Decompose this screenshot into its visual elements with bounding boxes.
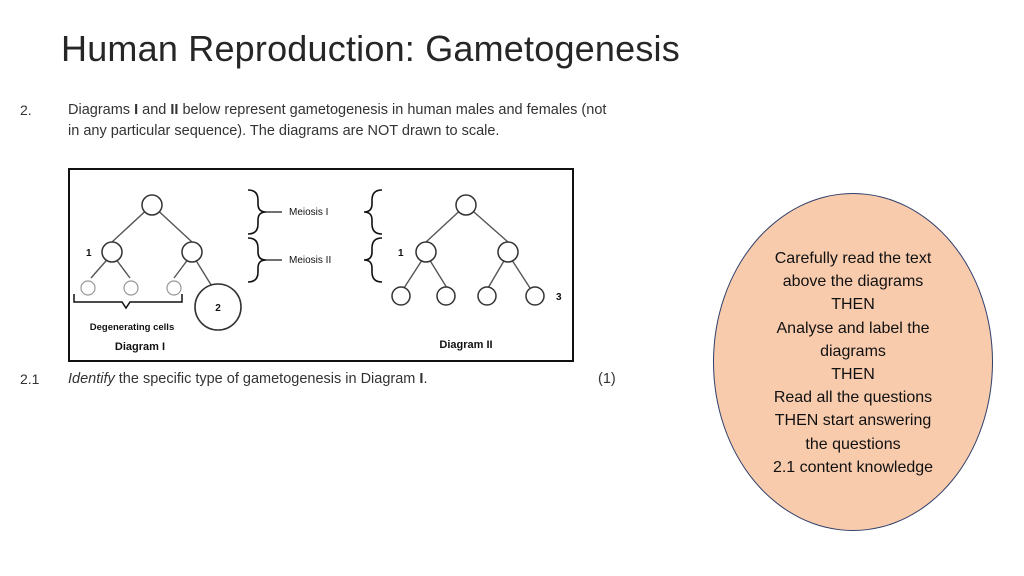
subquestion-verb: Identify [68,371,115,387]
intro-diagram-2-ref: II [170,102,179,118]
diagram-1-secondary-cell-right [181,241,203,263]
instruction-line: Read all the questions [773,389,933,407]
gametogenesis-diagram-box: 2 1 Degenerating cells Diagram I Meiosis… [68,168,574,362]
intro-diagram-1-ref: I [134,102,139,118]
diagram-2-secondary-cell-left [415,241,437,263]
diagram-2-title: Diagram II [439,339,492,351]
instruction-line: 2.1 content knowledge [772,458,934,476]
intro-part-1: Diagrams [68,102,135,118]
instruction-line: THEN [831,366,875,384]
diagram-1-large-cell [194,283,242,331]
meiosis-1-label: Meiosis I [289,207,328,218]
instruction-line: diagrams [820,342,886,360]
subquestion-number: 2.1 [20,371,40,387]
meiosis-1-bracket-right [363,189,383,235]
instruction-line: Carefully read the text [774,250,932,267]
instruction-line: Analyse and label the [776,319,930,337]
instruction-line: above the diagrams [782,273,924,291]
intro-part-2: and [138,102,171,118]
diagram-2-product-cell [436,286,456,306]
subquestion-text: Identify the specific type of gametogene… [68,371,427,387]
subquestion-body: the specific type of gametogenesis in Di… [114,371,420,387]
degenerating-brace [73,294,183,310]
gametogenesis-diagram: 2 1 Degenerating cells Diagram I Meiosis… [73,189,562,353]
degenerating-label: Degenerating cells [90,322,174,333]
diagram-2-product-cell [525,286,545,306]
degenerating-cell [80,280,96,296]
degenerating-cell [166,280,182,296]
instruction-line: THEN [831,296,875,314]
meiosis-2-label: Meiosis II [289,255,331,266]
meiosis-1-bracket-left [247,189,267,235]
meiosis-2-bracket-right [363,237,383,283]
marker-2: 2 [215,303,221,314]
marker-3: 3 [556,292,562,303]
instruction-line: THEN start answering [774,412,932,430]
instruction-text: Carefully read the text above the diagra… [752,247,954,479]
diagram-1-title: Diagram I [115,341,165,353]
question-number: 2. [20,102,32,118]
diagram-2-secondary-cell-right [497,241,519,263]
subquestion-bold: I [419,371,424,387]
meiosis-2-bracket-left [247,237,267,283]
intro-part-3: below represent gametogenesis in human m… [68,102,607,139]
subquestion-end: . [423,371,428,387]
diagram-1-primary-cell [141,194,163,216]
marker-1-right: 1 [398,248,404,259]
subquestion-marks: (1) [598,371,616,387]
degenerating-cell [123,280,139,296]
slide-title: Human Reproduction: Gametogenesis [61,28,680,69]
question-intro: Diagrams I and II below represent gameto… [68,100,608,142]
diagram-2-primary-cell [455,194,477,216]
instruction-oval [713,193,993,531]
diagram-1-secondary-cell-left [101,241,123,263]
instruction-line: the questions [805,435,901,453]
diagram-2-product-cell [391,286,411,306]
marker-1-left: 1 [86,248,92,259]
diagram-2-product-cell [477,286,497,306]
